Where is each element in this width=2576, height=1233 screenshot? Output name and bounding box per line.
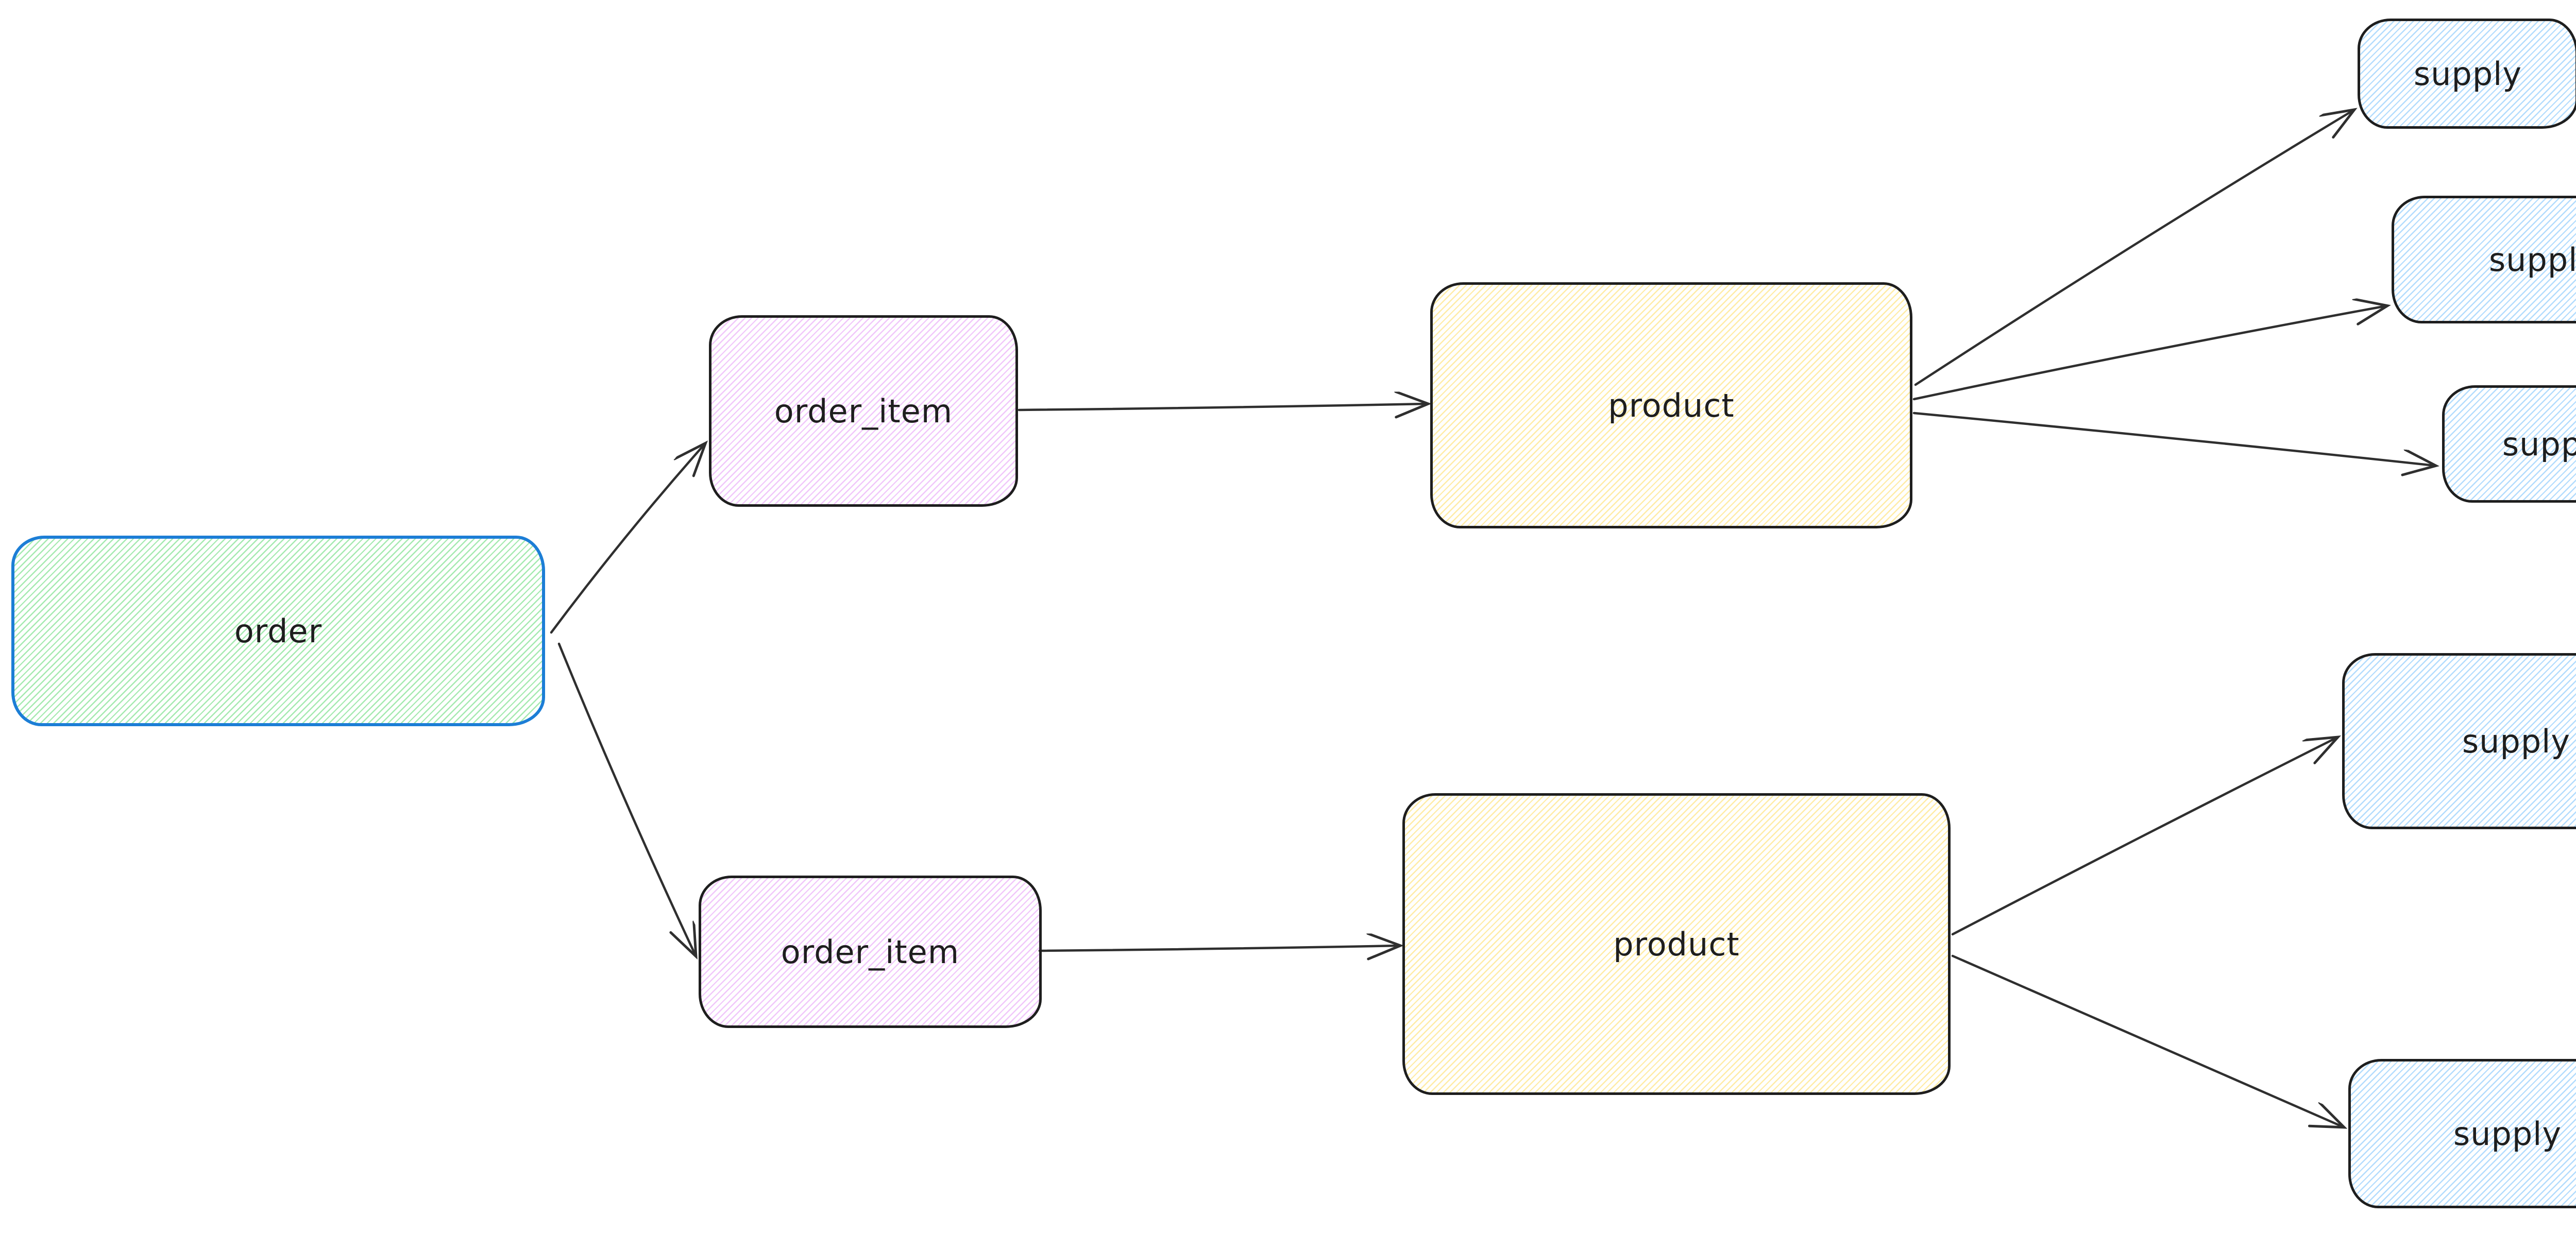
node-product-1-label: product xyxy=(1608,386,1735,424)
node-supply-2-label: supply xyxy=(2488,241,2576,279)
arrow-product-2-to-supply-4 xyxy=(1951,738,2337,936)
arrow-order-to-order-item-1 xyxy=(550,444,705,634)
node-supply-3-label: supply xyxy=(2502,425,2576,463)
arrow-product-1-to-supply-1 xyxy=(1914,110,2353,386)
arrow-product-2-to-supply-5 xyxy=(1951,954,2343,1127)
node-order-item-1: order_item xyxy=(709,315,1018,507)
node-product-2: product xyxy=(1402,793,1951,1095)
node-supply-5: supply xyxy=(2348,1059,2576,1208)
arrow-product-1-to-supply-2 xyxy=(1912,306,2386,401)
node-supply-3: supply xyxy=(2442,385,2576,503)
arrow-product-1-to-supply-3 xyxy=(1912,412,2435,466)
node-product-1: product xyxy=(1430,282,1912,528)
node-supply-1-label: supply xyxy=(2413,55,2522,93)
node-supply-2: supply xyxy=(2392,196,2576,323)
node-supply-4: supply xyxy=(2342,653,2576,829)
node-order-label: order xyxy=(234,612,323,650)
node-product-2-label: product xyxy=(1613,925,1740,963)
node-supply-1: supply xyxy=(2358,19,2576,129)
node-order: order xyxy=(11,536,545,726)
node-order-item-2: order_item xyxy=(699,876,1042,1028)
node-order-item-2-label: order_item xyxy=(781,933,960,971)
arrow-order-to-order-item-2 xyxy=(557,642,696,955)
node-supply-4-label: supply xyxy=(2462,722,2571,760)
node-supply-5-label: supply xyxy=(2453,1115,2562,1153)
node-order-item-1-label: order_item xyxy=(774,392,953,430)
arrow-order-item-1-to-product-1 xyxy=(1018,404,1427,410)
arrow-order-item-2-to-product-2 xyxy=(1038,946,1399,951)
